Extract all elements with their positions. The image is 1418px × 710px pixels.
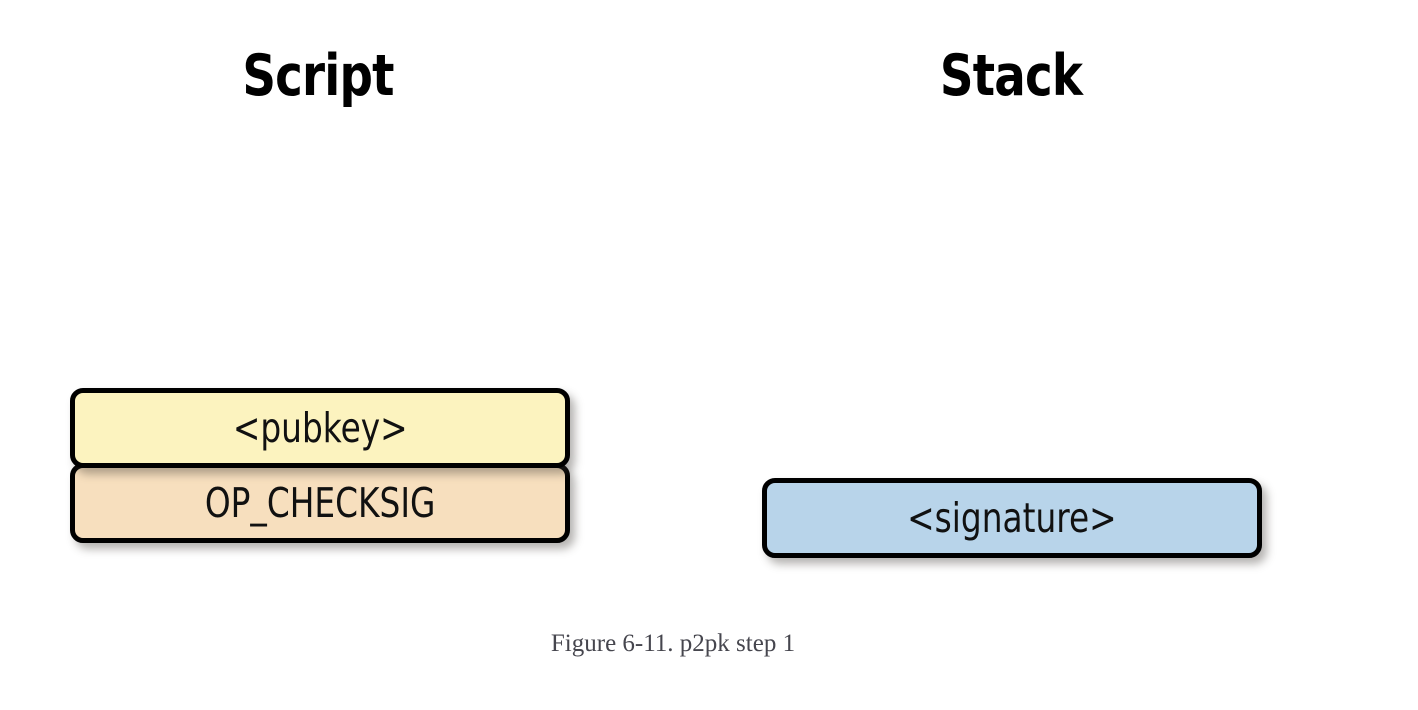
script-column: <pubkey> OP_CHECKSIG <box>70 388 570 543</box>
script-box-op-checksig[interactable]: OP_CHECKSIG <box>70 463 570 543</box>
column-heading-script: Script <box>242 43 394 109</box>
stack-column: <signature> <box>762 478 1262 558</box>
stack-box-signature[interactable]: <signature> <box>762 478 1262 558</box>
script-box-op-checksig-label: OP_CHECKSIG <box>204 478 436 527</box>
script-box-pubkey-label: <pubkey> <box>232 403 408 452</box>
column-heading-stack: Stack <box>939 43 1083 109</box>
stack-box-signature-label: <signature> <box>907 493 1117 542</box>
figure-caption: Figure 6-11. p2pk step 1 <box>550 630 796 657</box>
script-box-pubkey[interactable]: <pubkey> <box>70 388 570 468</box>
